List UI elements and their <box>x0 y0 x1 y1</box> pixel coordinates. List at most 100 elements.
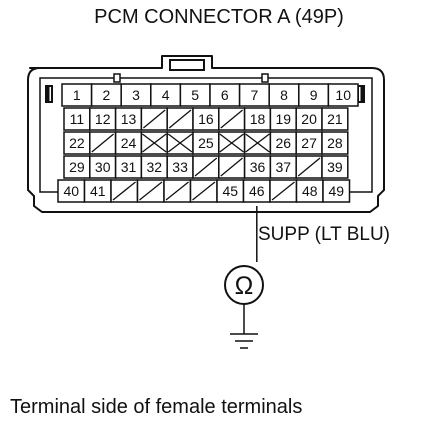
terminal-number: 19 <box>276 111 292 127</box>
terminal-cell <box>218 107 246 131</box>
connector-title: PCM CONNECTOR A (49P) <box>94 6 344 28</box>
terminal-cell: 13 <box>114 107 143 131</box>
terminal-cell: 40 <box>57 179 86 203</box>
ground-icon <box>230 333 258 349</box>
terminal-number: 4 <box>162 87 170 103</box>
terminal-cell: 2 <box>90 83 122 107</box>
terminal-cell: 46 <box>242 179 271 203</box>
terminal-cell <box>89 131 117 155</box>
terminal-cell <box>295 155 323 179</box>
ohmmeter-symbol: Ω <box>235 272 254 300</box>
unused-terminal-mark <box>165 181 189 201</box>
terminal-cell: 26 <box>269 131 297 155</box>
terminal-cell <box>140 107 168 131</box>
unused-terminal-mark <box>220 109 244 129</box>
terminal-cell: 12 <box>89 107 117 131</box>
connector-key-notches <box>113 73 269 83</box>
connector-latch-right <box>357 85 365 103</box>
terminal-number: 25 <box>198 135 214 151</box>
unused-terminal-mark <box>142 109 166 129</box>
terminal-cell: 29 <box>63 155 91 179</box>
terminal-cell: 11 <box>63 107 91 131</box>
terminal-number: 24 <box>121 135 137 151</box>
terminal-cell: 31 <box>114 155 143 179</box>
terminal-cell <box>243 131 272 155</box>
terminal-number: 36 <box>250 159 266 175</box>
terminal-number: 41 <box>90 183 106 199</box>
unused-terminal-mark <box>168 109 192 129</box>
unused-terminal-mark <box>245 133 270 153</box>
terminal-number: 8 <box>280 87 288 103</box>
terminal-cell: 19 <box>269 107 297 131</box>
terminal-cell: 3 <box>120 83 152 107</box>
terminal-number: 5 <box>191 87 199 103</box>
terminal-cell: 30 <box>89 155 117 179</box>
terminal-number: 49 <box>328 183 344 199</box>
connector-latch-left <box>45 85 53 103</box>
terminal-cell: 25 <box>192 131 220 155</box>
terminal-number: 20 <box>301 111 317 127</box>
unused-terminal-mark <box>167 133 193 153</box>
terminal-cell: 4 <box>150 83 182 107</box>
terminal-cell <box>218 131 246 155</box>
terminal-number: 21 <box>327 111 343 127</box>
unused-terminal-mark <box>194 157 218 177</box>
terminal-number: 30 <box>95 159 111 175</box>
terminal-cell <box>166 131 194 155</box>
terminal-number: 9 <box>310 87 318 103</box>
terminal-number: 46 <box>249 183 265 199</box>
terminal-cell: 37 <box>269 155 297 179</box>
terminal-cell: 7 <box>238 83 270 107</box>
terminal-cell: 10 <box>327 83 359 107</box>
terminal-number: 3 <box>132 87 140 103</box>
terminal-cell: 36 <box>243 155 272 179</box>
terminal-number: 32 <box>147 159 163 175</box>
unused-terminal-mark <box>271 181 295 201</box>
terminal-cell: 39 <box>321 155 349 179</box>
terminal-cell: 48 <box>295 179 324 203</box>
terminal-number: 16 <box>198 111 214 127</box>
terminal-number: 18 <box>250 111 266 127</box>
terminal-cell: 49 <box>322 179 351 203</box>
terminal-cell <box>140 131 168 155</box>
terminal-cell: 20 <box>295 107 323 131</box>
terminal-number: 7 <box>251 87 259 103</box>
terminal-cell: 5 <box>179 83 211 107</box>
terminal-number: 6 <box>221 87 229 103</box>
terminal-number: 28 <box>327 135 343 151</box>
terminal-number: 11 <box>70 111 85 127</box>
terminal-number: 40 <box>63 183 79 199</box>
terminal-cell: 28 <box>321 131 349 155</box>
terminal-number: 26 <box>276 135 292 151</box>
unused-terminal-mark <box>219 133 244 153</box>
terminal-number: 33 <box>172 159 188 175</box>
terminal-number: 48 <box>302 183 318 199</box>
terminal-number: 29 <box>69 159 85 175</box>
terminal-cell: 21 <box>321 107 349 131</box>
terminal-cell: 8 <box>268 83 300 107</box>
terminal-cell <box>269 179 298 203</box>
terminal-number: 39 <box>327 159 343 175</box>
terminal-cell: 16 <box>192 107 220 131</box>
terminal-number: 1 <box>73 87 81 103</box>
unused-terminal-mark <box>297 157 321 177</box>
ohmmeter-icon: Ω <box>224 265 264 334</box>
terminal-cell: 24 <box>114 131 143 155</box>
terminal-cell: 6 <box>209 83 241 107</box>
terminal-cell <box>166 107 194 131</box>
wire-label: SUPP (LT BLU) <box>258 224 390 245</box>
terminal-cell: 22 <box>63 131 91 155</box>
terminal-cell <box>189 179 218 203</box>
terminal-number: 22 <box>69 135 85 151</box>
terminal-cell: 9 <box>298 83 330 107</box>
terminal-number: 27 <box>301 135 317 151</box>
terminal-cell: 27 <box>295 131 323 155</box>
terminal-cell: 1 <box>61 83 93 107</box>
terminal-cell: 45 <box>216 179 245 203</box>
terminal-cell <box>192 155 220 179</box>
terminal-number: 37 <box>276 159 292 175</box>
terminal-cell <box>136 179 165 203</box>
unused-terminal-mark <box>142 133 167 153</box>
